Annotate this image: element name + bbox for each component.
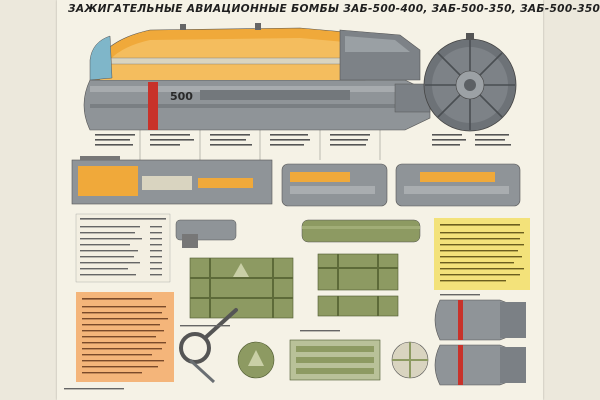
wrench-icon	[179, 308, 238, 384]
crate-right-bottom	[317, 295, 399, 317]
bottom-rack	[289, 339, 381, 381]
section-view-left	[71, 156, 273, 205]
specification-table	[75, 213, 171, 283]
filler-canister	[301, 219, 421, 243]
section-view-middle	[281, 163, 388, 207]
section-view-right	[395, 163, 521, 207]
crate-right-top	[317, 253, 399, 291]
main-bomb-cutaway	[83, 23, 431, 160]
annotation-lines-main	[95, 134, 370, 146]
crate-icon	[189, 257, 294, 319]
fuse-cylinder	[175, 219, 237, 248]
note-yellow	[434, 218, 530, 290]
bomb-side-view-bottom	[434, 344, 526, 386]
bottom-end-view-left	[237, 341, 275, 379]
bomb-side-view-top	[434, 299, 526, 341]
caption-lines-bottom	[64, 294, 480, 390]
bottom-end-view-right	[391, 341, 429, 379]
poster-title: ЗАЖИГАТЕЛЬНЫЕ АВИАЦИОННЫЕ БОМБЫ ЗАБ-500-…	[68, 3, 600, 15]
note-orange	[76, 292, 174, 382]
bomb-marking: 500	[170, 90, 193, 103]
tail-fin-end-view	[423, 33, 517, 132]
annotation-lines-tail	[432, 134, 511, 146]
